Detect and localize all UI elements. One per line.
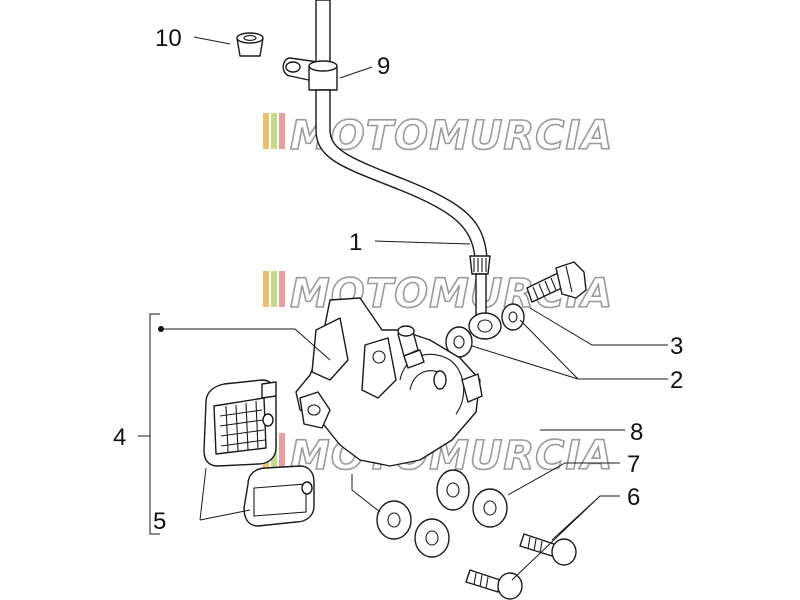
label-2: 2: [670, 367, 683, 394]
brake-caliper-part: [295, 297, 483, 467]
copper-washers-part: [445, 303, 525, 358]
watermark-text-top: MOTOMURCIA: [290, 113, 613, 159]
label-10: 10: [155, 25, 182, 52]
label-3: 3: [670, 333, 683, 360]
label-5: 5: [153, 508, 166, 535]
group-bracket: [149, 313, 160, 535]
caliper-washers-part: [376, 469, 508, 558]
brake-hose-part: [282, 0, 502, 340]
label-1: 1: [349, 229, 362, 256]
brake-pads-part: [203, 379, 315, 527]
label-7: 7: [627, 451, 640, 478]
watermark-top: MOTOMURCIA: [263, 112, 613, 160]
leader-lines: [161, 36, 668, 581]
banjo-bolt-part: [526, 261, 587, 303]
label-8: 8: [630, 419, 643, 446]
label-9: 9: [377, 53, 390, 80]
label-4: 4: [113, 424, 126, 451]
bushing-part: [236, 32, 264, 57]
caliper-screws-part: [465, 533, 577, 600]
label-6: 6: [627, 484, 640, 511]
